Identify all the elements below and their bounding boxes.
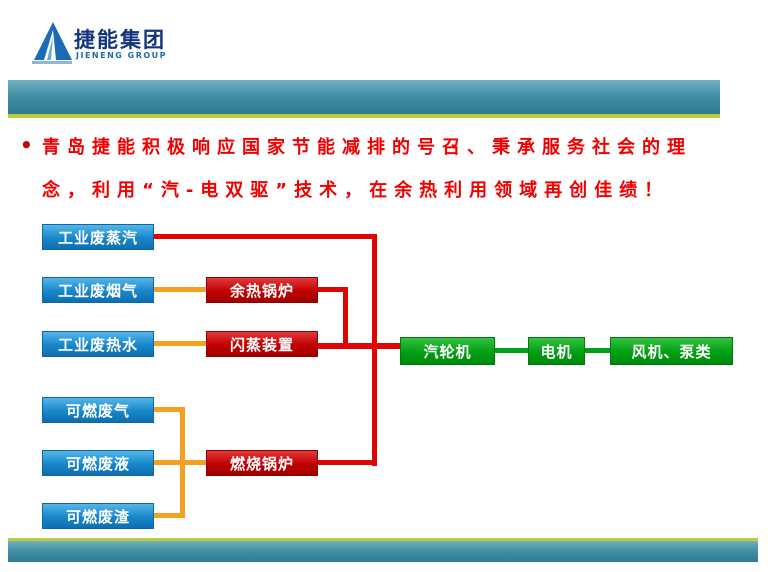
bullet-marker: • xyxy=(20,133,33,157)
connector-combustible-vertical xyxy=(180,407,185,518)
source-box-waste-fluegas: 工业废烟气 xyxy=(42,277,154,303)
connector-wasteheat-horizontal xyxy=(318,287,348,292)
connector-motor-to-fans xyxy=(585,348,610,353)
bottom-banner-accent-line xyxy=(8,538,758,541)
top-banner xyxy=(8,80,720,114)
source-box-waste-gas: 可燃废气 xyxy=(42,397,154,423)
source-box-waste-steam: 工业废蒸汽 xyxy=(42,224,154,250)
connector-wasteresidue-horizontal xyxy=(154,513,185,518)
converter-box-combustion-boiler: 燃烧锅炉 xyxy=(206,450,318,476)
company-logo-icon xyxy=(32,22,72,64)
source-box-waste-residue: 可燃废渣 xyxy=(42,503,154,529)
bottom-banner xyxy=(8,541,758,562)
output-box-turbine: 汽轮机 xyxy=(400,337,495,365)
output-box-motor: 电机 xyxy=(528,337,585,365)
converter-box-flash-device: 闪蒸装置 xyxy=(206,331,318,357)
output-box-fans-pumps: 风机、泵类 xyxy=(610,337,733,365)
source-box-waste-hotwater: 工业废热水 xyxy=(42,331,154,357)
source-box-waste-liquid: 可燃废液 xyxy=(42,450,154,476)
connector-combustion-horizontal xyxy=(318,460,377,465)
slogan-line-2: 念，利用“汽-电双驱”技术，在余热利用领域再创佳绩！ xyxy=(42,180,670,201)
connector-flash-to-turbine xyxy=(318,343,400,349)
connector-fluegas-to-boiler xyxy=(154,287,206,292)
connector-wastegas-horizontal xyxy=(154,407,185,412)
connector-turbine-to-motor xyxy=(495,348,528,353)
connector-hotwater-to-flash xyxy=(154,341,206,346)
company-name: 捷能集团 xyxy=(74,28,166,52)
connector-main-vertical xyxy=(372,234,377,466)
top-banner-accent-line xyxy=(8,114,720,118)
converter-box-waste-heat-boiler: 余热锅炉 xyxy=(206,277,318,303)
company-subtitle: JIENENG GROUP xyxy=(76,51,168,60)
connector-wasteheat-vertical xyxy=(343,287,348,347)
slogan-line-1: 青岛捷能积极响应国家节能减排的号召、秉承服务社会的理 xyxy=(42,137,692,158)
connector-steam-to-junction xyxy=(154,234,377,239)
